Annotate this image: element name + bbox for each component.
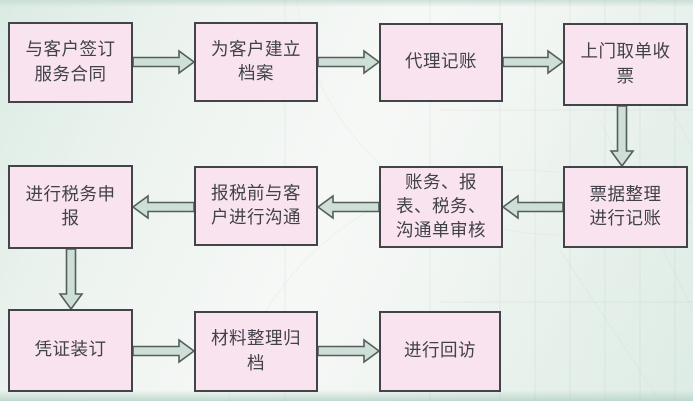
flow-arrow-right (317, 338, 381, 364)
flow-arrow-left (501, 194, 564, 220)
flow-arrow-down (58, 248, 84, 311)
flow-arrow-down (609, 105, 635, 168)
flow-node-follow-up-visit: 进行回访 (379, 311, 501, 392)
flow-arrow-left (316, 194, 380, 220)
flow-node-pre-tax-communication: 报税前与客 户进行沟通 (194, 166, 318, 246)
flow-node-accounts-reports-tax-review: 账务、报 表、税务、 沟通单审核 (379, 166, 503, 248)
flow-arrow-left (131, 194, 195, 220)
flow-node-voucher-binding: 凭证装订 (8, 309, 133, 392)
flow-node-create-client-file: 为客户建立 档案 (194, 22, 318, 102)
flow-arrow-right (132, 338, 196, 364)
flow-arrow-right (502, 49, 565, 75)
flow-arrow-right (132, 49, 196, 75)
flow-node-sign-service-contract: 与客户签订 服务合同 (8, 22, 133, 103)
flow-node-agency-bookkeeping: 代理记账 (379, 23, 503, 102)
flow-node-onsite-bill-collection: 上门取单收 票 (563, 23, 688, 106)
flow-node-tax-declaration: 进行税务申 报 (8, 165, 133, 249)
flow-node-organize-bills-bookkeeping: 票据整理 进行记账 (563, 166, 688, 248)
flow-arrow-right (317, 49, 381, 75)
flow-node-material-archiving: 材料整理归 档 (194, 311, 318, 392)
